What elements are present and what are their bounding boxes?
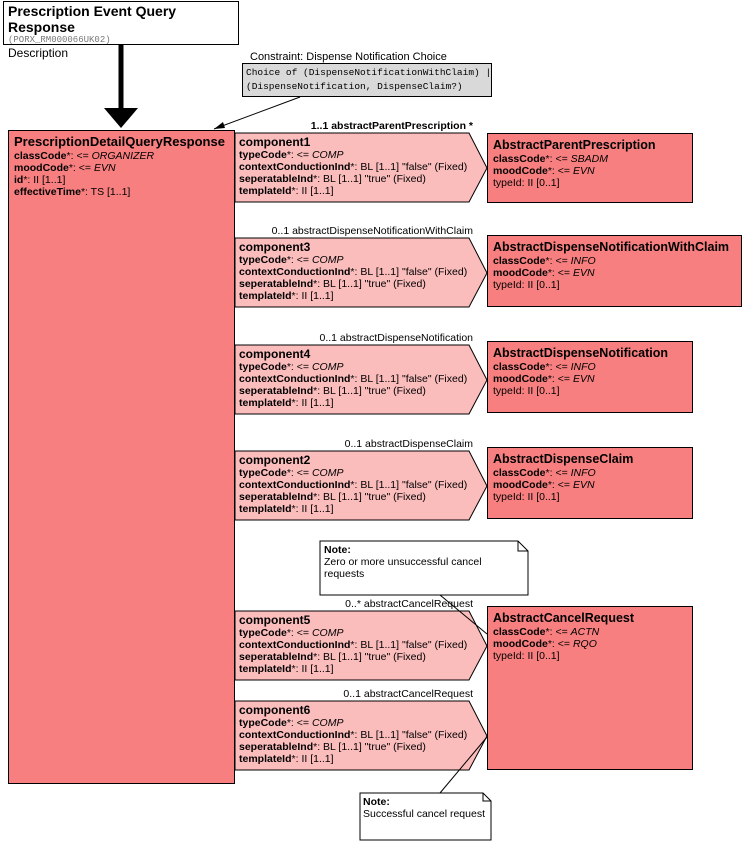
component2-attribute: seperatableInd*: BL [1..1] "true" (Fixed… bbox=[239, 491, 426, 503]
constraint-box: Choice of (DispenseNotificationWithClaim… bbox=[242, 63, 492, 97]
target-class-attribute: moodCode*: <= EVN bbox=[493, 479, 595, 491]
target-class-attribute: classCode*: <= SBADM bbox=[493, 153, 608, 165]
constraint-label: Constraint: Dispense Notification Choice bbox=[248, 51, 449, 64]
component6-relation-label: 0..1 abstractCancelRequest bbox=[343, 688, 473, 700]
main-class-attribute: classCode*: <= ORGANIZER bbox=[14, 150, 155, 162]
component4-relation-label: 0..1 abstractDispenseNotification bbox=[319, 332, 474, 344]
constraint-pointer bbox=[213, 96, 301, 130]
component1-relation-label: 1..1 abstractParentPrescription * bbox=[310, 120, 473, 132]
target-class-name: AbstractDispenseClaim bbox=[493, 452, 634, 466]
component4-attribute: contextConductionInd*: BL [1..1] "false"… bbox=[239, 373, 468, 385]
constraint-line-2: (DispenseNotification, DispenseClaim?) bbox=[246, 81, 463, 92]
target-class-attribute: classCode*: <= ACTN bbox=[493, 626, 600, 638]
component1-attribute: typeCode*: <= COMP bbox=[239, 149, 344, 161]
component5-attribute: seperatableInd*: BL [1..1] "true" (Fixed… bbox=[239, 651, 426, 663]
constraint-pointer-head bbox=[214, 122, 225, 129]
component5-attribute: contextConductionInd*: BL [1..1] "false"… bbox=[239, 639, 468, 651]
component5-attribute: templateId*: II [1..1] bbox=[239, 663, 334, 675]
component1-attribute: contextConductionInd*: BL [1..1] "false"… bbox=[239, 161, 468, 173]
component1-attribute: templateId*: II [1..1] bbox=[239, 185, 334, 197]
note2-shape bbox=[359, 792, 492, 841]
target-class-attribute: classCode*: <= INFO bbox=[493, 255, 596, 267]
target-class-name: AbstractDispenseNotification bbox=[493, 346, 669, 360]
note2-pointer bbox=[439, 736, 488, 794]
main-class-attribute: id*: II [1..1] bbox=[14, 174, 66, 186]
entry-arrow-head bbox=[104, 108, 138, 128]
note2: Note: Successful cancel request bbox=[363, 796, 489, 820]
component4-attribute: typeCode*: <= COMP bbox=[239, 361, 344, 373]
component5-attribute: typeCode*: <= COMP bbox=[239, 627, 344, 639]
component4-attribute: seperatableInd*: BL [1..1] "true" (Fixed… bbox=[239, 385, 426, 397]
target-class-name: AbstractParentPrescription bbox=[493, 138, 656, 152]
component2-attribute: templateId*: II [1..1] bbox=[239, 503, 334, 515]
target-class-name: AbstractDispenseNotificationWithClaim bbox=[493, 240, 730, 254]
component3-attribute: contextConductionInd*: BL [1..1] "false"… bbox=[239, 266, 468, 278]
component2-relation-label: 0..1 abstractDispenseClaim bbox=[344, 438, 473, 450]
note2-text: Successful cancel request bbox=[363, 808, 485, 820]
main-class-attribute: moodCode*: <= EVN bbox=[14, 162, 116, 174]
component6-attribute: templateId*: II [1..1] bbox=[239, 753, 334, 765]
diagram-title-box: Prescription Event Query Response (PORX_… bbox=[3, 1, 239, 60]
main-class-name: PrescriptionDetailQueryResponse bbox=[14, 134, 225, 149]
target-class-attribute: moodCode*: <= RQO bbox=[493, 638, 597, 650]
target-class-attribute: typeId: II [0..1] bbox=[493, 177, 560, 189]
component3-attribute: typeCode*: <= COMP bbox=[239, 254, 344, 266]
component3-relation-label: 0..1 abstractDispenseNotificationWithCla… bbox=[271, 225, 473, 237]
component4-attribute: templateId*: II [1..1] bbox=[239, 397, 334, 409]
diagram-title: Prescription Event Query Response bbox=[8, 3, 177, 35]
note1-text: Zero or more unsuccessful cancel request… bbox=[324, 556, 482, 580]
target-class-attribute: moodCode*: <= EVN bbox=[493, 165, 595, 177]
target-class-attribute: typeId: II [0..1] bbox=[493, 279, 560, 291]
note1-shape bbox=[319, 540, 529, 596]
diagram-id: (PORX_RM000066UK02) bbox=[8, 35, 111, 45]
component3-attribute: seperatableInd*: BL [1..1] "true" (Fixed… bbox=[239, 278, 426, 290]
target-class-name: AbstractCancelRequest bbox=[493, 611, 635, 625]
main-class-box: PrescriptionDetailQueryResponse classCod… bbox=[8, 130, 235, 784]
target-class-attribute: typeId: II [0..1] bbox=[493, 491, 560, 503]
target-class-attribute: moodCode*: <= EVN bbox=[493, 267, 595, 279]
component5-name: component5 bbox=[239, 613, 311, 627]
component3-name: component3 bbox=[239, 240, 311, 254]
component1-attribute: seperatableInd*: BL [1..1] "true" (Fixed… bbox=[239, 173, 426, 185]
component2-attribute: contextConductionInd*: BL [1..1] "false"… bbox=[239, 479, 468, 491]
note2-title: Note: bbox=[363, 796, 390, 808]
target-class-attribute: classCode*: <= INFO bbox=[493, 361, 596, 373]
target-class-attribute: moodCode*: <= EVN bbox=[493, 373, 595, 385]
component1-name: component1 bbox=[239, 135, 311, 149]
target-class-attribute: classCode*: <= INFO bbox=[493, 467, 596, 479]
component4-name: component4 bbox=[239, 347, 311, 361]
main-class-attribute: effectiveTime*: TS [1..1] bbox=[14, 186, 131, 198]
note1-title: Note: bbox=[324, 544, 351, 556]
target-class-attribute: typeId: II [0..1] bbox=[493, 650, 560, 662]
component6-name: component6 bbox=[239, 703, 311, 717]
component2-name: component2 bbox=[239, 453, 311, 467]
note1: Note: Zero or more unsuccessful cancel r… bbox=[324, 544, 524, 580]
component3-attribute: templateId*: II [1..1] bbox=[239, 290, 334, 302]
component6-attribute: contextConductionInd*: BL [1..1] "false"… bbox=[239, 729, 468, 741]
component2-attribute: typeCode*: <= COMP bbox=[239, 467, 344, 479]
note1-pointer bbox=[439, 594, 488, 635]
diagram-description: Description bbox=[8, 46, 69, 60]
component6-attribute: seperatableInd*: BL [1..1] "true" (Fixed… bbox=[239, 741, 426, 753]
target-class-attribute: typeId: II [0..1] bbox=[493, 385, 560, 397]
component5-relation-label: 0..* abstractCancelRequest bbox=[345, 598, 473, 610]
constraint-line-1: Choice of (DispenseNotificationWithClaim… bbox=[246, 67, 492, 78]
component6-attribute: typeCode*: <= COMP bbox=[239, 717, 344, 729]
